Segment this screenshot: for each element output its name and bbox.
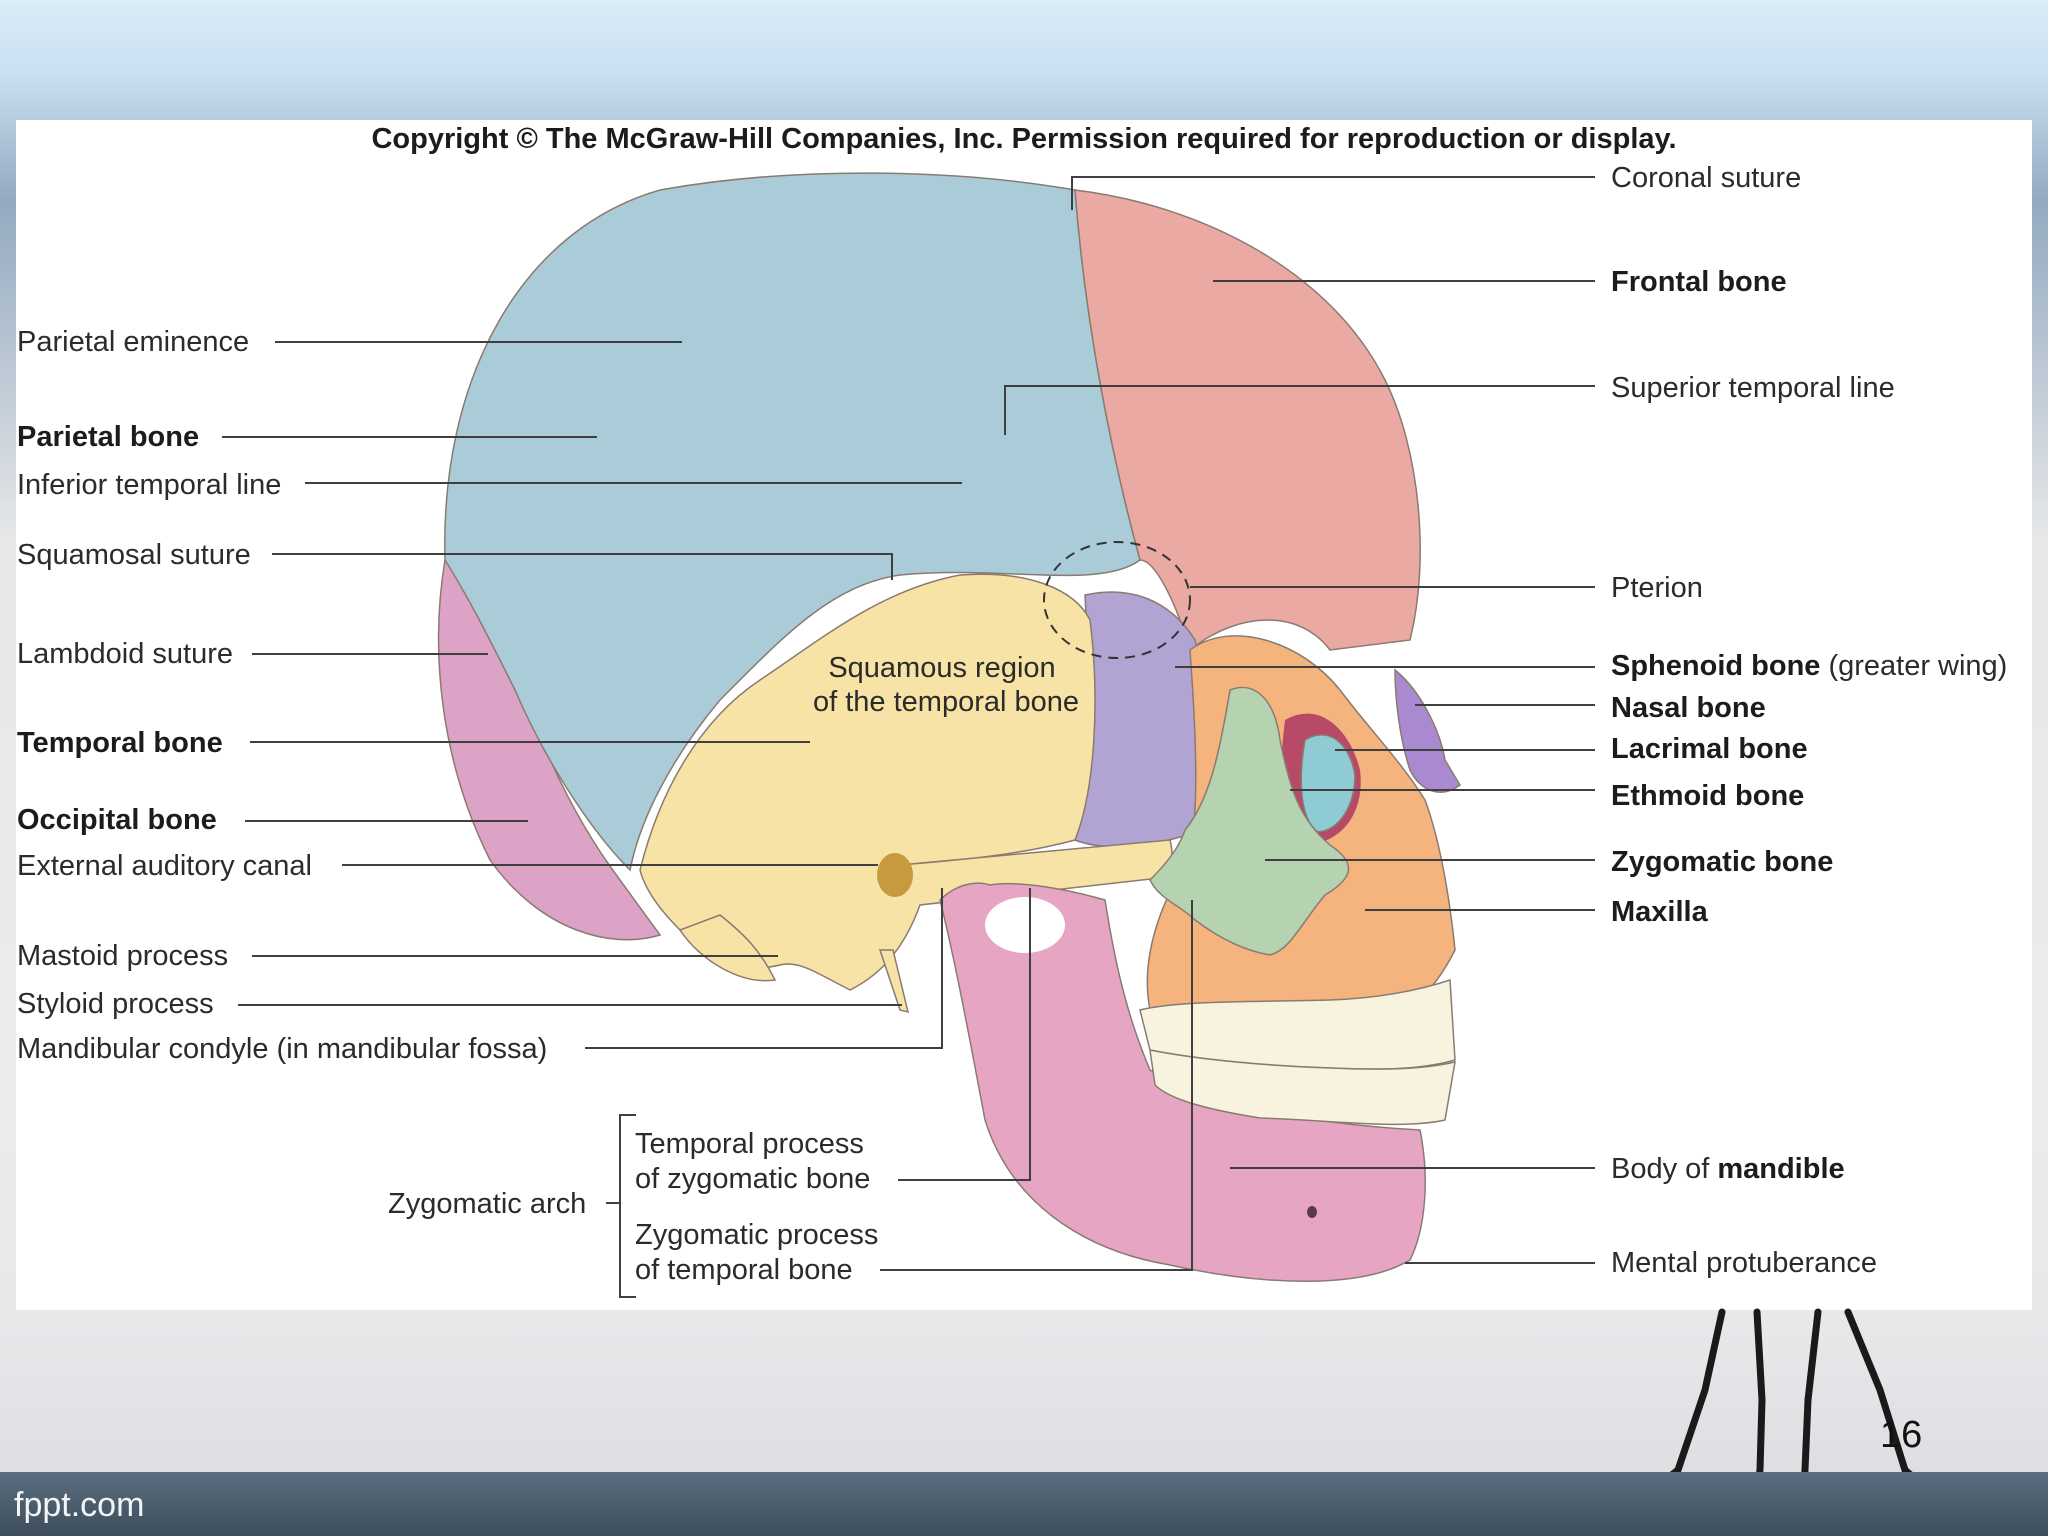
- label-zygomatic-arch: Zygomatic arch: [388, 1188, 586, 1220]
- teeth: [1139, 978, 1456, 1126]
- label-maxilla: Maxilla: [1611, 896, 1709, 928]
- label-ethmoid-bone: Ethmoid bone: [1611, 780, 1804, 812]
- label-mandible: mandible: [1717, 1153, 1844, 1185]
- leader-coronal-suture: [1071, 176, 1595, 210]
- label-lambdoid-suture: Lambdoid suture: [17, 638, 233, 670]
- nasal-bone-shape: [1394, 668, 1461, 793]
- slide-footer-bar: [0, 1472, 2048, 1536]
- label-external-auditory-canal: External auditory canal: [17, 850, 312, 882]
- label-temporal-process-line1: Temporal process: [635, 1128, 864, 1160]
- label-zygomatic-process-line1: Zygomatic process: [635, 1219, 878, 1251]
- label-superior-temporal-line: Superior temporal line: [1611, 372, 1895, 404]
- label-parietal-bone: Parietal bone: [17, 421, 199, 453]
- leader-superior-temporal-line: [1004, 385, 1595, 435]
- label-squamous-region-line1: Squamous region: [828, 652, 1055, 684]
- leader-lines: [222, 176, 1595, 1298]
- label-coronal-suture: Coronal suture: [1611, 162, 1801, 194]
- label-body-of: Body of: [1611, 1153, 1710, 1185]
- lacrimal-bone-shape: [1300, 734, 1356, 833]
- pterion-circle: [1043, 541, 1191, 659]
- label-inferior-temporal-line: Inferior temporal line: [17, 469, 281, 501]
- label-sphenoid-bone: Sphenoid bone(greater wing): [1611, 650, 2007, 682]
- leader-squamosal-suture: [272, 553, 893, 580]
- leader-temporal-process: [898, 888, 1031, 1181]
- external-auditory-canal-opening: [877, 853, 913, 897]
- parietal-bone-shape: [444, 172, 1141, 872]
- label-occipital-bone: Occipital bone: [17, 804, 217, 836]
- label-styloid-process: Styloid process: [17, 988, 214, 1020]
- label-sphenoid-bone-name: Sphenoid bone: [1611, 650, 1820, 682]
- mental-foramen: [1307, 1206, 1317, 1218]
- leader-mandibular-condyle: [585, 888, 943, 1049]
- label-mental-protuberance: Mental protuberance: [1611, 1247, 1877, 1279]
- lower-teeth-row: [1149, 1049, 1456, 1126]
- copyright-notice: Copyright © The McGraw-Hill Companies, I…: [371, 123, 1676, 155]
- zygomatic-bone-shape: [1149, 686, 1350, 956]
- label-nasal-bone: Nasal bone: [1611, 692, 1766, 724]
- label-pterion: Pterion: [1611, 572, 1703, 604]
- label-zygomatic-process-line2: of temporal bone: [635, 1254, 853, 1286]
- label-temporal-process-line2: of zygomatic bone: [635, 1163, 870, 1195]
- label-temporal-bone: Temporal bone: [17, 727, 223, 759]
- label-sphenoid-bone-note: (greater wing): [1828, 650, 2007, 682]
- label-squamosal-suture: Squamosal suture: [17, 539, 251, 571]
- label-zygomatic-bone: Zygomatic bone: [1611, 846, 1833, 878]
- styloid-shape: [878, 949, 910, 1014]
- footer-site-text: fppt.com: [14, 1486, 145, 1524]
- slide-number: 16: [1880, 1414, 1923, 1456]
- zygomatic-arch-bracket: [619, 1114, 636, 1298]
- label-lacrimal-bone: Lacrimal bone: [1611, 733, 1808, 765]
- label-mastoid-process: Mastoid process: [17, 940, 228, 972]
- leader-zygomatic-process: [880, 900, 1193, 1271]
- mandible-shape: [939, 882, 1426, 1282]
- mandibular-notch: [985, 897, 1065, 953]
- label-frontal-bone: Frontal bone: [1611, 266, 1787, 298]
- skull-illustration: [437, 172, 1461, 1282]
- label-mandibular-condyle: Mandibular condyle (in mandibular fossa): [17, 1033, 547, 1065]
- label-squamous-region-line2: of the temporal bone: [813, 686, 1079, 718]
- frontal-bone-shape: [1074, 189, 1421, 652]
- label-parietal-eminence: Parietal eminence: [17, 326, 249, 358]
